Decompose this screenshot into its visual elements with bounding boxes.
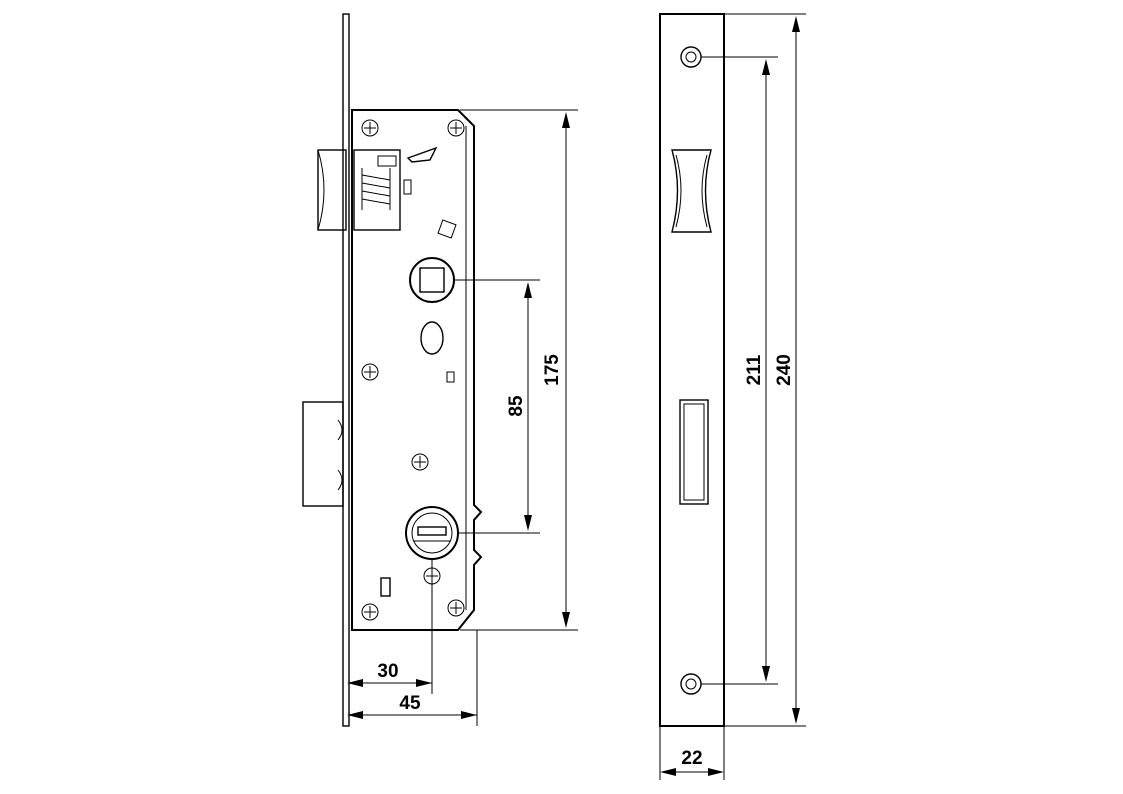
front-view: 211 240 22: [659, 13, 806, 780]
dimension-45: 45: [347, 693, 477, 719]
lock-case: [351, 109, 483, 631]
side-view: 175 85 30 45: [302, 13, 578, 727]
screw-bottom-right: [447, 599, 465, 617]
latch-opening: [671, 149, 712, 233]
front-faceplate: [659, 13, 725, 727]
screw-middle: [411, 453, 429, 471]
dimension-211: 211: [744, 59, 770, 682]
dim-label-85: 85: [506, 395, 527, 417]
small-slot: [446, 371, 455, 383]
latch-lever: [406, 146, 438, 163]
side-faceplate: [342, 13, 350, 727]
dim-label-22: 22: [681, 748, 702, 769]
dimension-30: 30: [347, 661, 432, 687]
dimension-22: 22: [660, 748, 724, 776]
dimension-240: 240: [774, 16, 800, 724]
screw-hole-top: [680, 46, 702, 68]
screw-middle-left: [361, 363, 379, 381]
dimension-175: 175: [542, 112, 570, 628]
deadbolt: [302, 401, 344, 507]
slot-marker: [437, 219, 457, 239]
handle-follower: [409, 257, 455, 303]
dim-label-240: 240: [774, 354, 795, 386]
screw-bottom-left: [361, 603, 379, 621]
cylinder-cam: [405, 506, 459, 560]
dim-label-175: 175: [542, 354, 563, 386]
screw-top-left: [361, 119, 379, 137]
dim-label-211: 211: [744, 354, 765, 385]
dim-label-30: 30: [377, 661, 398, 682]
deadbolt-opening: [679, 399, 709, 505]
lower-slot: [380, 577, 391, 597]
dimension-85: 85: [506, 282, 532, 531]
screw-hole-bottom: [680, 673, 702, 695]
oval-hole: [420, 321, 444, 355]
latch-bolt: [317, 149, 412, 231]
screw-top-right: [447, 119, 465, 137]
dim-label-45: 45: [399, 693, 421, 714]
